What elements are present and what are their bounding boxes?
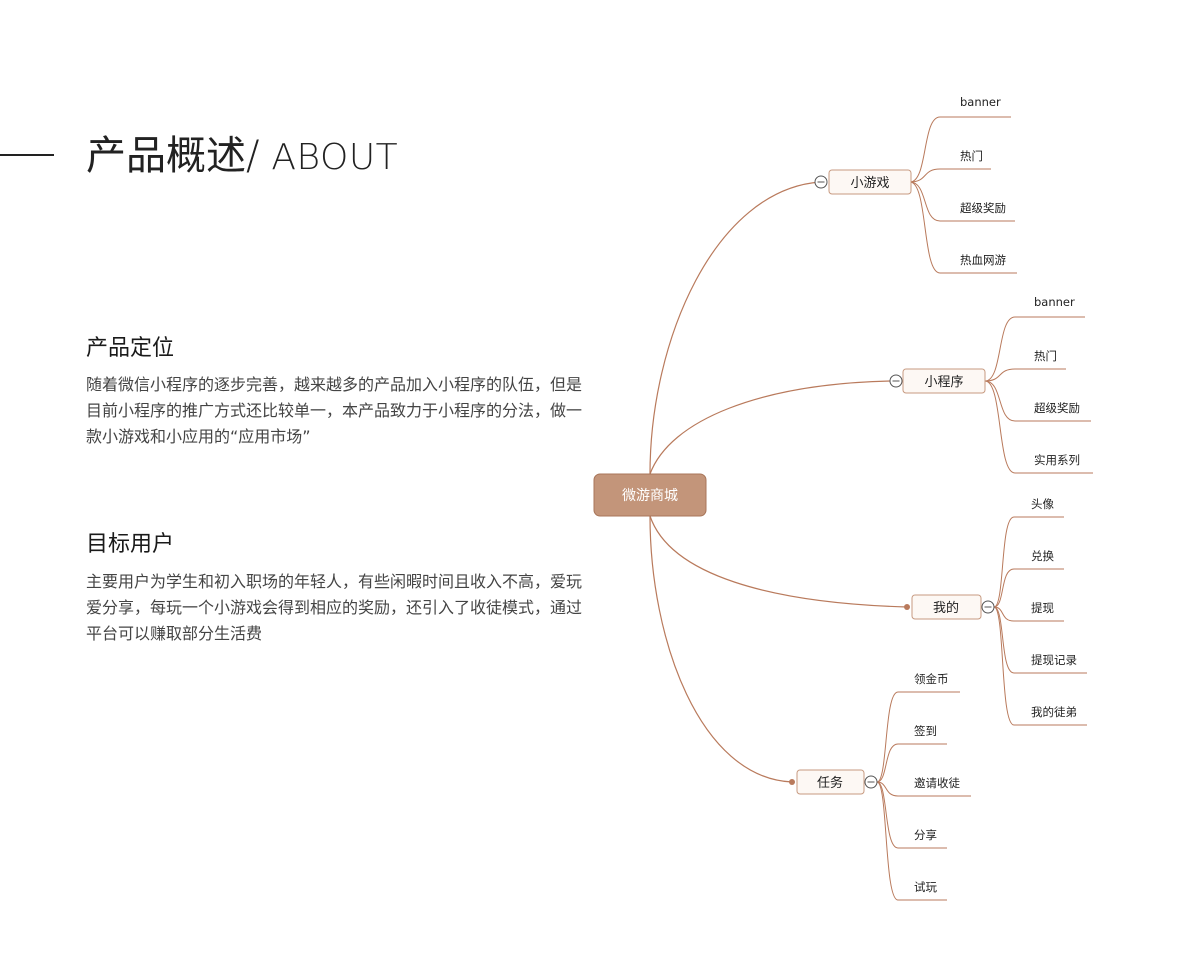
link-root-miniapps bbox=[649, 380, 891, 475]
mindmap-branch-tasks[interactable]: 任务 bbox=[796, 769, 865, 795]
leaf-tasks-3[interactable]: 邀请收徒 bbox=[914, 776, 960, 790]
leaf-tasks-2[interactable]: 签到 bbox=[914, 724, 937, 738]
collapse-tasks-icon[interactable] bbox=[864, 775, 878, 789]
mindmap-root-label: 微游商城 bbox=[622, 488, 678, 504]
link-root-games bbox=[649, 181, 821, 475]
page-title-en: ABOUT bbox=[259, 137, 399, 178]
leaf-miniapps-1[interactable]: banner bbox=[1034, 295, 1075, 309]
collapse-games-icon[interactable] bbox=[814, 175, 828, 189]
collapse-miniapps-icon[interactable] bbox=[889, 374, 903, 388]
leaf-tasks-4[interactable]: 分享 bbox=[914, 828, 937, 842]
links-mine-children bbox=[993, 516, 1087, 726]
tasks-connector-dot bbox=[789, 779, 795, 785]
mindmap-root-node[interactable]: 微游商城 bbox=[593, 473, 707, 517]
leaf-mine-4[interactable]: 提现记录 bbox=[1031, 653, 1077, 667]
branch-mine-label: 我的 bbox=[933, 600, 959, 616]
collapse-mine-icon[interactable] bbox=[981, 600, 995, 614]
branch-miniapps-label: 小程序 bbox=[924, 375, 963, 390]
leaf-miniapps-3[interactable]: 超级奖励 bbox=[1034, 401, 1080, 415]
leaf-mine-5[interactable]: 我的徒弟 bbox=[1031, 705, 1077, 719]
mindmap-branch-miniapps[interactable]: 小程序 bbox=[902, 368, 986, 394]
section-heading-positioning: 产品定位 bbox=[86, 336, 175, 361]
leaf-tasks-1[interactable]: 领金币 bbox=[914, 672, 949, 686]
leaf-games-3[interactable]: 超级奖励 bbox=[960, 201, 1006, 215]
title-rule bbox=[0, 154, 54, 156]
link-root-mine bbox=[649, 515, 908, 608]
mindmap-branch-games[interactable]: 小游戏 bbox=[828, 169, 912, 195]
leaf-mine-1[interactable]: 头像 bbox=[1031, 497, 1054, 511]
section-body-users: 主要用户为学生和初入职场的年轻人，有些闲暇时间且收入不高，爱玩爱分享，每玩一个小… bbox=[86, 572, 583, 643]
leaf-miniapps-2[interactable]: 热门 bbox=[1034, 349, 1057, 363]
leaf-games-4[interactable]: 热血网游 bbox=[960, 253, 1006, 267]
leaf-tasks-5[interactable]: 试玩 bbox=[914, 880, 937, 894]
branch-games-label: 小游戏 bbox=[850, 176, 889, 191]
link-root-tasks bbox=[649, 515, 793, 783]
section-body-positioning: 随着微信小程序的逐步完善，越来越多的产品加入小程序的队伍，但是目前小程序的推广方… bbox=[86, 375, 583, 446]
leaf-mine-2[interactable]: 兑换 bbox=[1031, 549, 1054, 563]
leaf-games-1[interactable]: banner bbox=[960, 95, 1001, 109]
links-miniapps-children bbox=[984, 316, 1093, 474]
page-title-cn: 产品概述/ bbox=[86, 133, 260, 179]
page-title: 产品概述/ ABOUT bbox=[86, 128, 398, 186]
section-heading-users: 目标用户 bbox=[86, 532, 175, 557]
leaf-miniapps-4[interactable]: 实用系列 bbox=[1034, 453, 1080, 467]
links-tasks-children bbox=[876, 691, 971, 901]
leaf-mine-3[interactable]: 提现 bbox=[1031, 601, 1054, 615]
mindmap-branch-mine[interactable]: 我的 bbox=[911, 594, 982, 620]
branch-tasks-label: 任务 bbox=[817, 775, 843, 791]
leaf-games-2[interactable]: 热门 bbox=[960, 149, 983, 163]
links-games-children bbox=[909, 116, 1017, 274]
mine-connector-dot bbox=[904, 604, 910, 610]
